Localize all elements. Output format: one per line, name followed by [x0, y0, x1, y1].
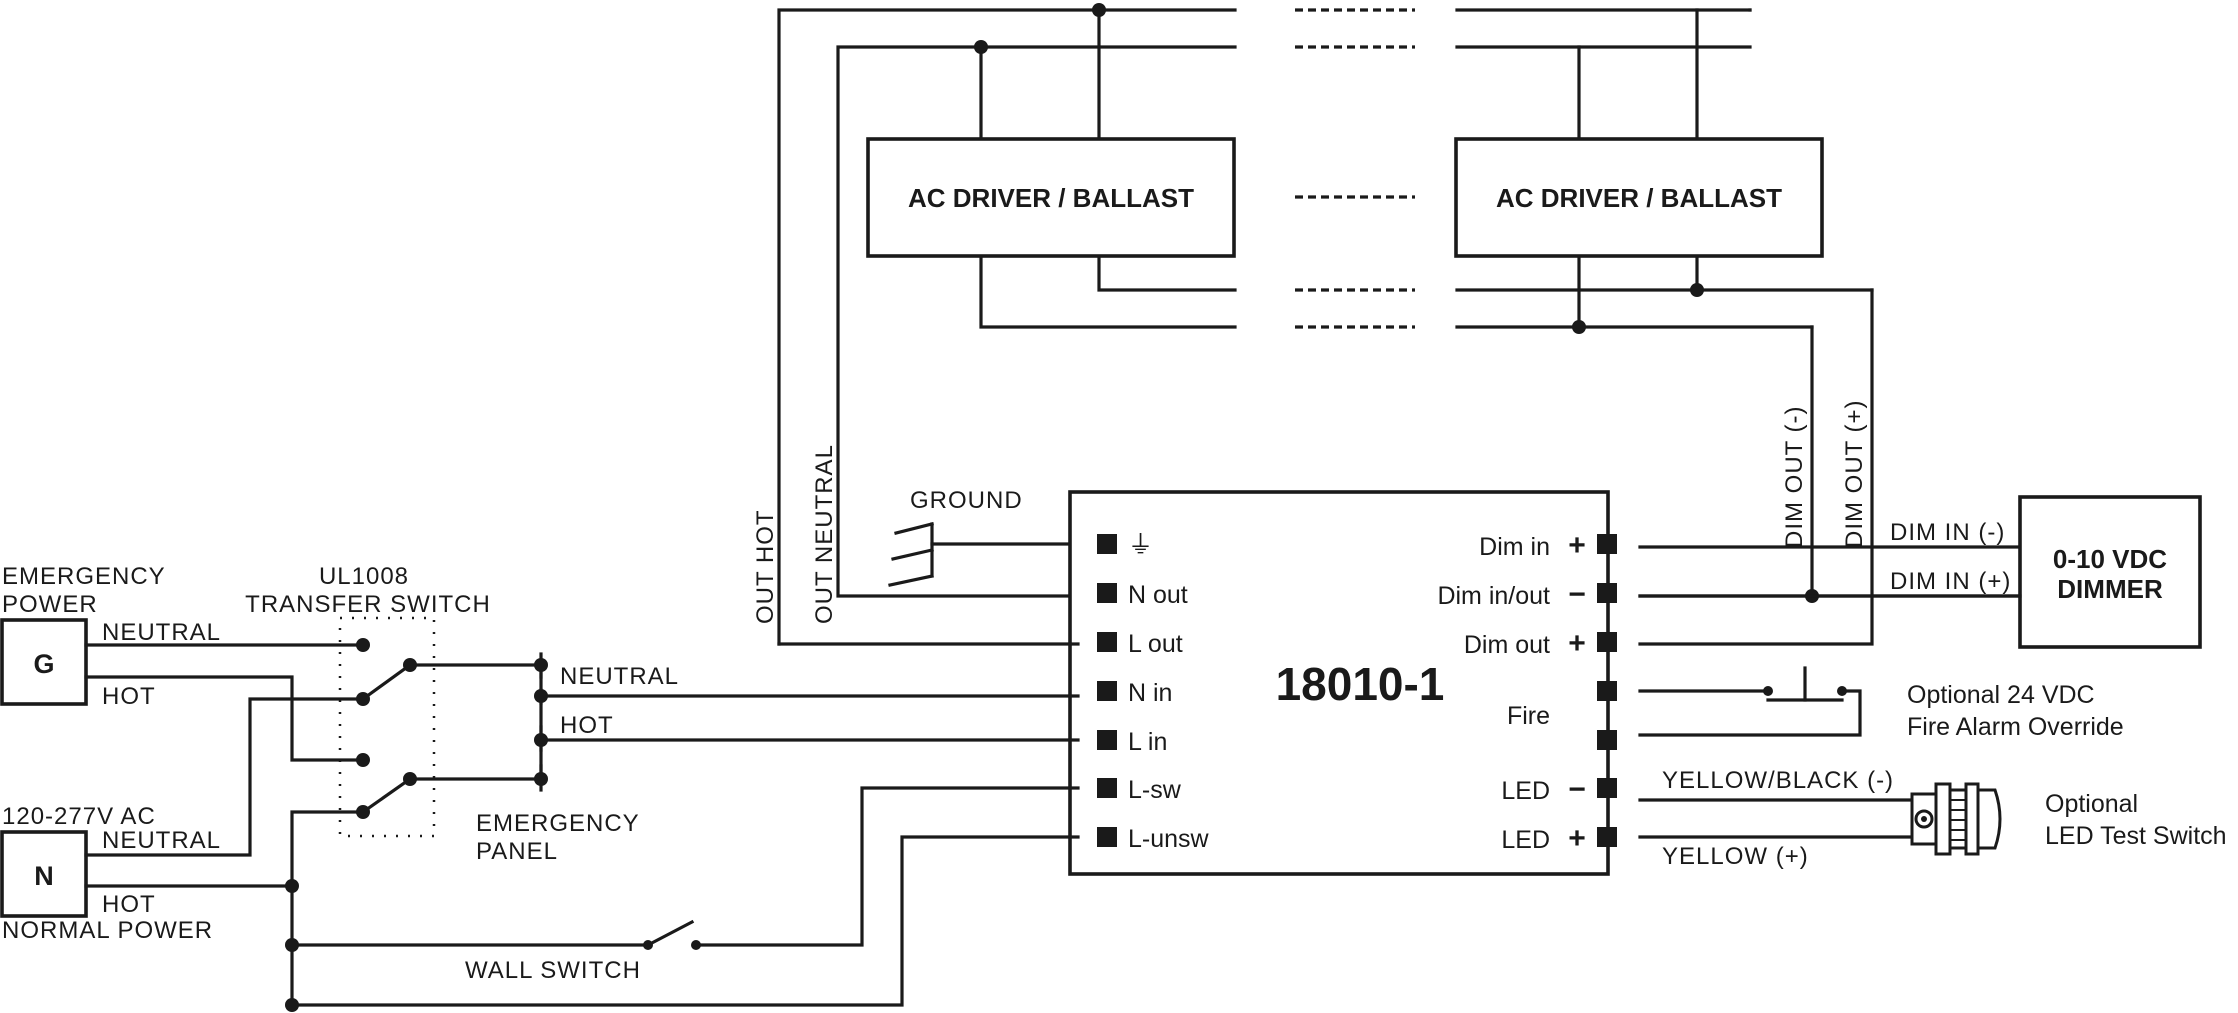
dimmer-line1: 0-10 VDC [2053, 544, 2167, 574]
fire-option-line2: Fire Alarm Override [1907, 713, 2124, 741]
terminal-l-in [1097, 730, 1117, 750]
terminal-dim-in-out [1597, 583, 1617, 603]
normal-power-source: N [0, 830, 88, 918]
emergency-power-line2: POWER [2, 591, 98, 618]
dim-in-minus-label: DIM IN (-) [1890, 519, 2005, 546]
pin-dim-in-sign: + [1568, 529, 1586, 562]
normal-voltage-label: 120-277V AC [2, 803, 156, 830]
panel-hot-label: HOT [560, 712, 614, 739]
dim-out-plus-label: DIM OUT (+) [1841, 399, 1868, 548]
generator-symbol: G [33, 649, 54, 679]
terminal-l-out [1097, 632, 1117, 652]
emergency-power-line1: EMERGENCY [2, 563, 166, 590]
pin-dim-in-label: Dim in [1479, 533, 1550, 561]
module-model-label: 18010-1 [1276, 658, 1445, 710]
ground-symbol [888, 522, 1080, 587]
led-minus-wire-label: YELLOW/BLACK (-) [1662, 767, 1894, 794]
terminal-ground [1097, 534, 1117, 554]
normal-hot-label: HOT [102, 891, 156, 918]
pin-dim-in-out-label: Dim in/out [1437, 582, 1550, 610]
led-test-line1: Optional [2045, 790, 2138, 818]
pin-l-unsw-label: L-unsw [1128, 825, 1210, 853]
pin-led-plus-sign: + [1568, 822, 1586, 855]
ground-label: GROUND [910, 487, 1023, 514]
pin-dim-out-sign: + [1568, 627, 1586, 660]
led-plus-wire-label: YELLOW (+) [1662, 843, 1809, 870]
pin-n-in-label: N in [1128, 679, 1172, 707]
terminal-fire-2 [1597, 730, 1617, 750]
terminal-dim-out [1597, 632, 1617, 652]
terminal-led-plus [1597, 827, 1617, 847]
terminal-n-out [1097, 583, 1117, 603]
out-hot-label: OUT HOT [752, 509, 779, 624]
led-test-switch-icon [1910, 782, 2002, 856]
driver-1-label: AC DRIVER / BALLAST [908, 183, 1194, 213]
emergency-panel-line1: EMERGENCY [476, 810, 640, 837]
fire-option-line1: Optional 24 VDC [1907, 681, 2095, 709]
generator-hot-label: HOT [102, 683, 156, 710]
pin-l-out-label: L out [1128, 630, 1183, 658]
driver-2-label: AC DRIVER / BALLAST [1496, 183, 1782, 213]
driver-bus-wires [777, 8, 1874, 646]
panel-neutral-label: NEUTRAL [560, 663, 679, 690]
dim-in-plus-label: DIM IN (+) [1890, 568, 2011, 595]
led-test-line2: LED Test Switch [2045, 822, 2227, 850]
pin-l-sw-label: L-sw [1128, 776, 1182, 804]
continuation-dashes [1295, 8, 1415, 329]
wall-switch-label: WALL SWITCH [465, 957, 641, 984]
dimmer-line2: DIMMER [2057, 574, 2163, 604]
transfer-switch-contacts [356, 638, 417, 819]
transfer-switch-line2: TRANSFER SWITCH [245, 591, 491, 618]
module-18010-1: 18010-1 [1068, 490, 1610, 876]
transfer-switch-outline [338, 616, 436, 838]
led-test-wires [1638, 798, 1917, 839]
normal-power-caption: NORMAL POWER [2, 917, 213, 944]
terminal-l-sw [1097, 778, 1117, 798]
dim-out-minus-label: DIM OUT (-) [1781, 405, 1808, 548]
pin-led-minus-sign: − [1568, 773, 1586, 806]
left-terminals [1097, 534, 1117, 847]
fire-alarm-switch [1638, 666, 1862, 737]
pin-dim-out-label: Dim out [1464, 631, 1550, 659]
emergency-panel-line2: PANEL [476, 838, 558, 865]
pin-fire-label: Fire [1507, 702, 1550, 730]
wall-switch-wiring [285, 786, 1080, 1012]
left-pin-labels: ⏚ N out L out N in L in L-sw L-unsw [1128, 531, 1210, 853]
out-neutral-label: OUT NEUTRAL [811, 444, 838, 624]
generator-neutral-label: NEUTRAL [102, 619, 221, 646]
dimmer-box: 0-10 VDC DIMMER [2018, 495, 2202, 649]
terminal-l-unsw [1097, 827, 1117, 847]
pin-n-out-label: N out [1128, 581, 1188, 609]
emergency-generator: G [0, 618, 88, 706]
terminal-dim-in [1597, 534, 1617, 554]
module-output-wires [777, 594, 2022, 646]
driver-ballast-1: AC DRIVER / BALLAST [866, 137, 1236, 258]
right-pin-labels: Dim in + Dim in/out − Dim out + Fire LED… [1437, 529, 1585, 855]
source-wiring [84, 643, 543, 1007]
driver-ballast-2: AC DRIVER / BALLAST [1454, 137, 1824, 258]
normal-neutral-label: NEUTRAL [102, 827, 221, 854]
pin-led-minus-label: LED [1501, 777, 1550, 805]
pin-dim-in-out-sign: − [1568, 578, 1586, 611]
emergency-panel-bus [534, 652, 1080, 792]
pin-led-plus-label: LED [1501, 826, 1550, 854]
terminal-n-in [1097, 681, 1117, 701]
terminal-led-minus [1597, 778, 1617, 798]
terminal-fire-1 [1597, 681, 1617, 701]
normal-symbol: N [34, 861, 54, 891]
pin-l-in-label: L in [1128, 728, 1167, 756]
transfer-switch-line1: UL1008 [319, 563, 409, 590]
right-terminals [1597, 534, 1617, 847]
pin-ground-label: ⏚ [1128, 531, 1153, 559]
